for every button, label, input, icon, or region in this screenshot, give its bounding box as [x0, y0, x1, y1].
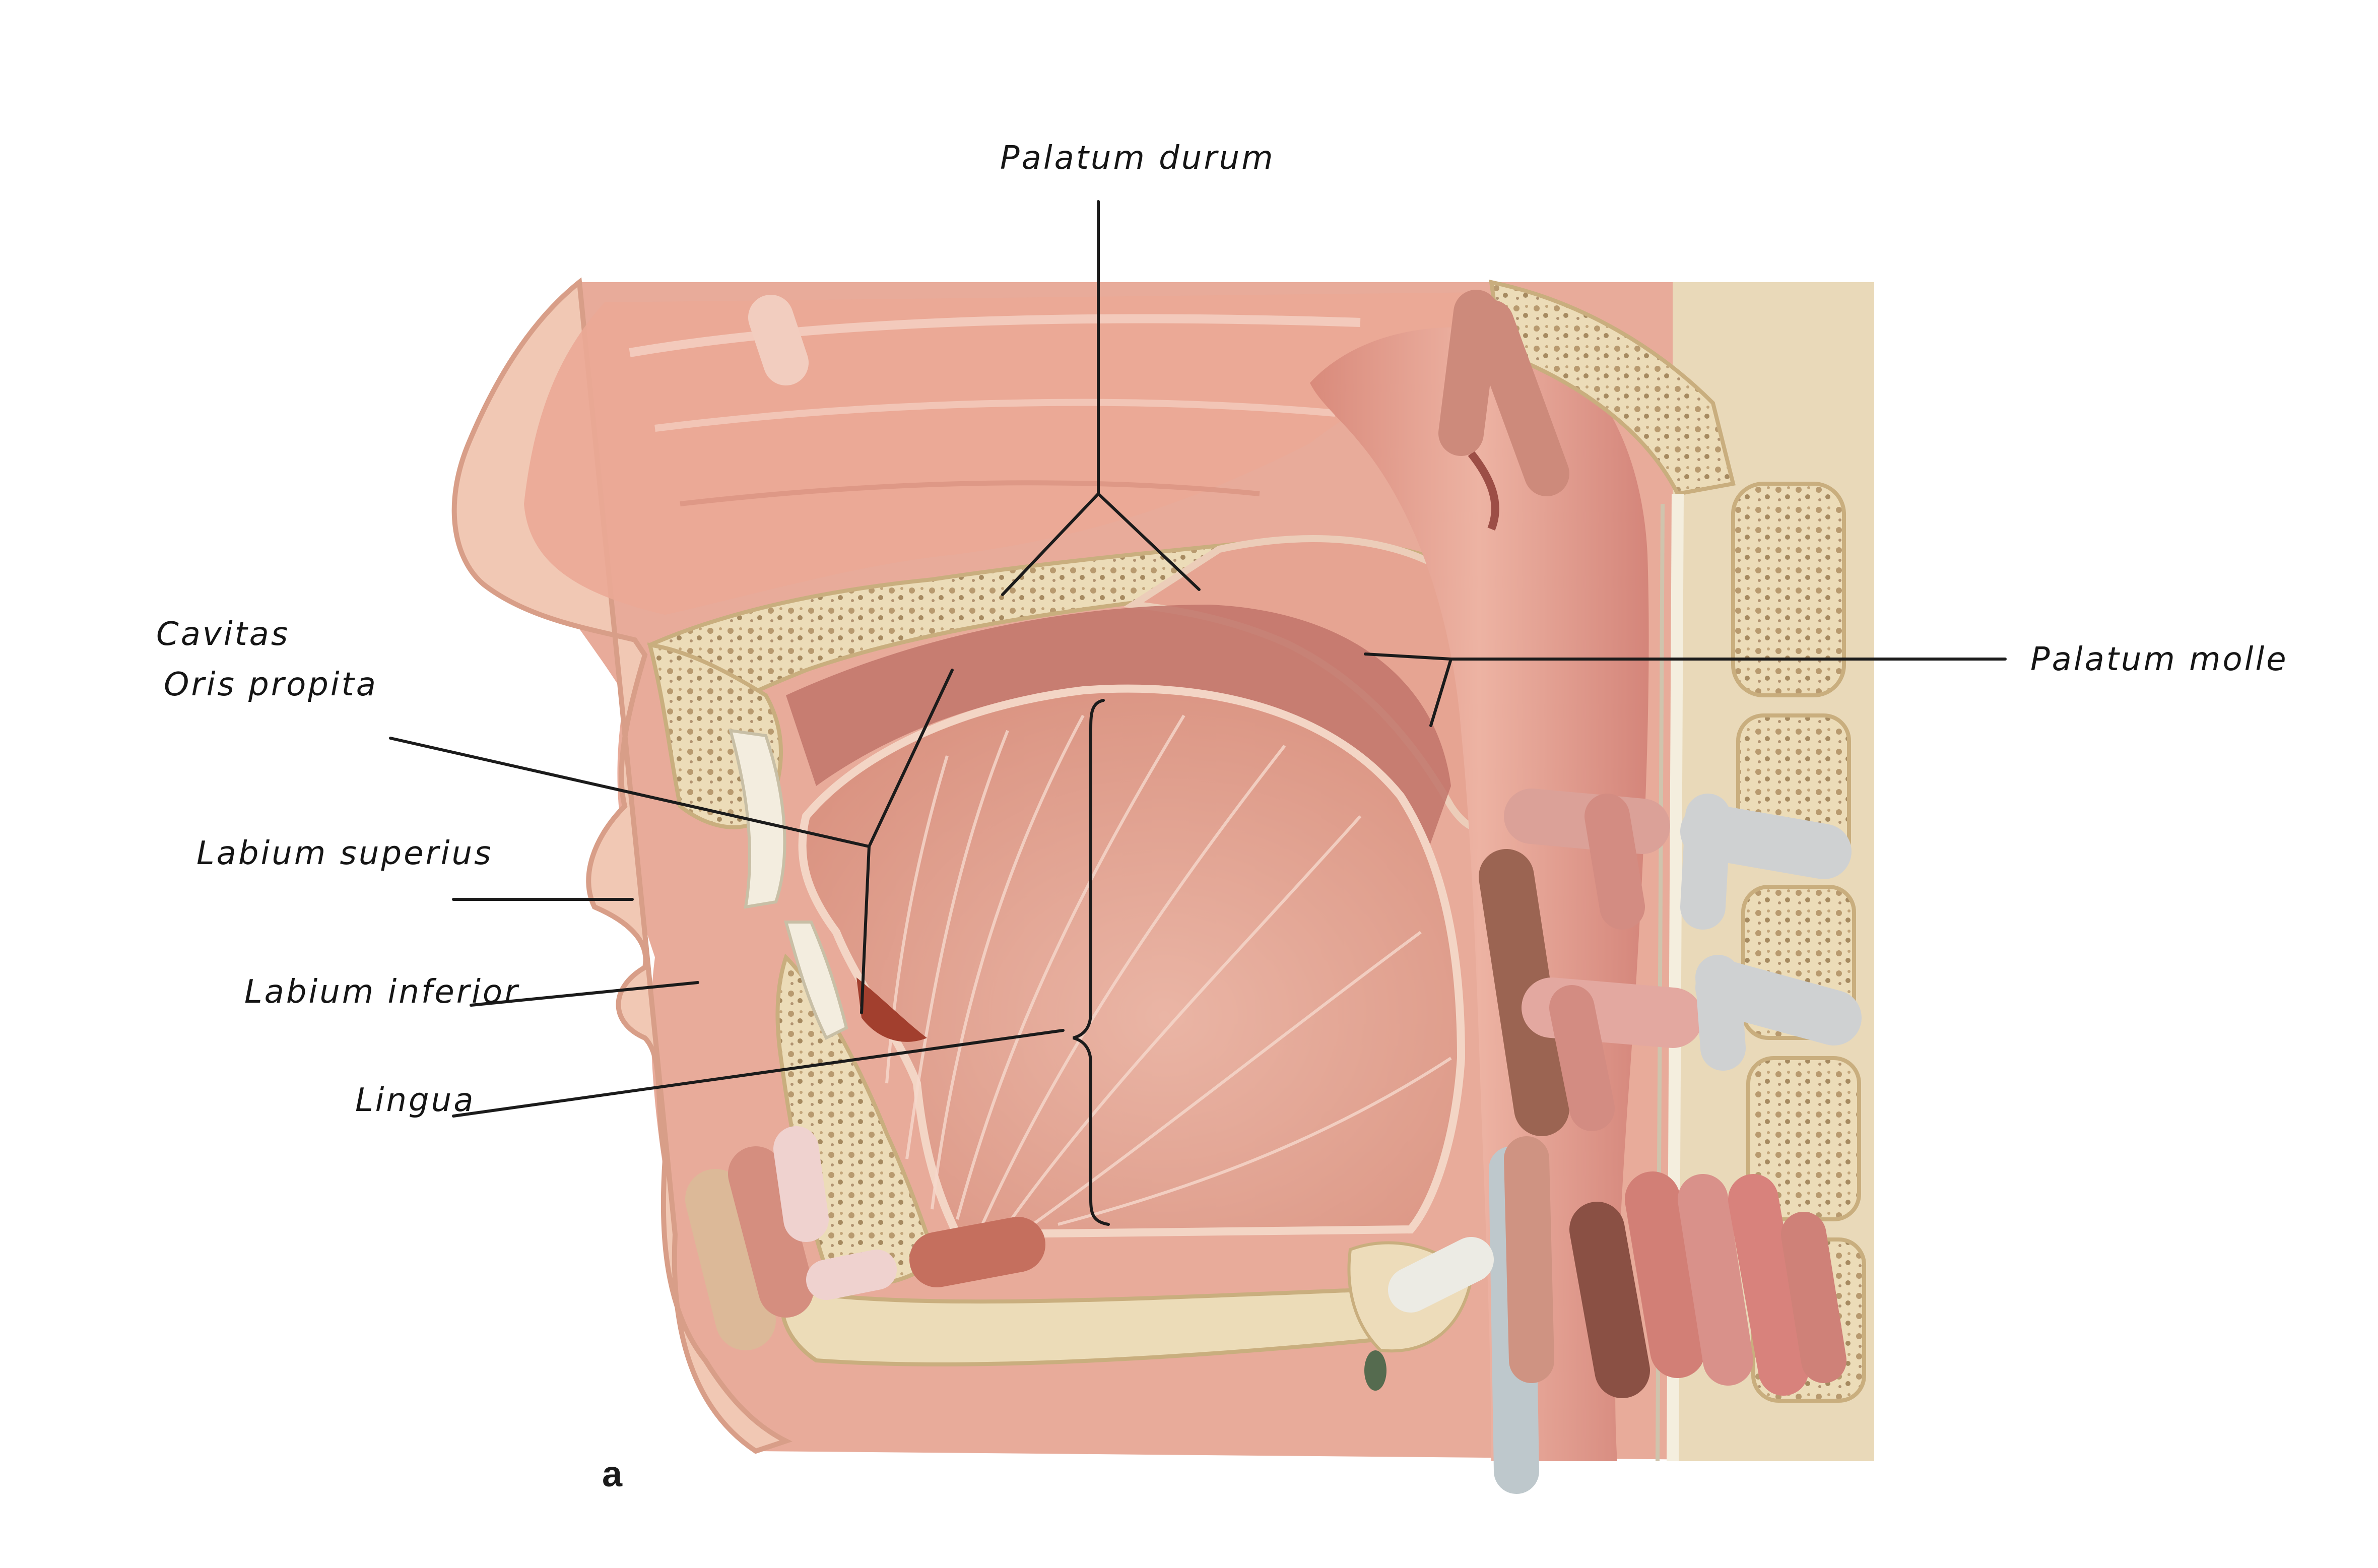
panel-letter: a	[602, 1454, 623, 1494]
label-labium-superius: Labium superius	[196, 835, 493, 872]
label-lingua: Lingua	[355, 1082, 475, 1119]
label-palatum-durum: Palatum durum	[1000, 140, 1275, 177]
label-labium-inferior: Labium inferior	[244, 973, 519, 1011]
labels: Palatum durum Palatum molle Cavitas Oris…	[156, 140, 2288, 1494]
leader-cavitas	[389, 669, 954, 1014]
label-cavitas-line2: Oris propita	[164, 666, 378, 703]
label-cavitas-line1: Cavitas	[156, 616, 290, 653]
leader-palatum-durum	[1001, 200, 1201, 596]
tongue-fibers	[885, 714, 1452, 1226]
vertebra-1	[1731, 482, 1846, 697]
hyoid-dark-spot	[1364, 1350, 1386, 1391]
face-skin	[451, 277, 793, 1454]
mandible-base	[780, 1287, 1373, 1366]
leader-lingua	[452, 1029, 1065, 1118]
lower-incisor	[784, 921, 848, 1040]
nasal-cavity	[524, 292, 1486, 615]
sagittal-section-illustration	[451, 277, 1874, 1494]
upper-incisor	[728, 729, 786, 909]
leader-palatum-molle	[1364, 652, 2007, 727]
label-palatum-molle: Palatum molle	[2030, 641, 2288, 678]
paint-markings	[685, 290, 1862, 1494]
lingua-brace	[1073, 699, 1110, 1226]
oral-cavity-space	[786, 605, 1451, 857]
leader-lines	[389, 200, 2007, 1226]
leader-labium-inferior	[470, 981, 699, 1007]
pharynx	[1310, 327, 1649, 1462]
palatine-papilla	[856, 977, 927, 1042]
